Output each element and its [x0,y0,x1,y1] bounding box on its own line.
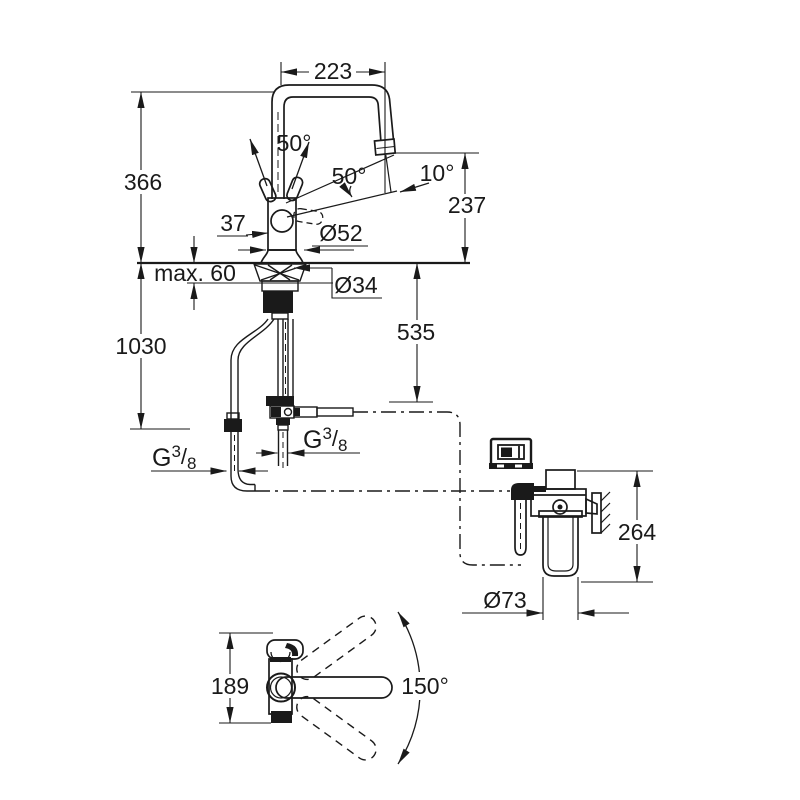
hose-connector [224,419,242,432]
dim-spout-height: 366 [124,169,162,195]
supply-hoses [224,318,294,492]
dim-spout-outlet-angle: 10° [420,160,455,186]
lever-position-left [258,177,277,203]
controller-screen [497,444,525,460]
dimensions: 223 366 50° 50° 10° 237 37 Ø52 [112,58,660,724]
wall-bracket [585,491,611,534]
top-view-shank [271,711,292,723]
dim-shank-diameter: Ø34 [334,272,378,298]
routing-line-valve-to-filter [353,411,521,566]
escutcheon [259,249,305,264]
dim-filter-height: 264 [618,519,657,545]
controller-unit [489,437,533,469]
tee-valve [266,396,354,469]
top-view-spout [275,676,393,699]
faucet-front-view [137,84,521,566]
left-hose [230,318,269,419]
filter-inlet-elbow [511,483,534,556]
dim-spout-reach: 189 [211,673,249,699]
spout-direction-line [385,154,392,193]
dim-lever-swing-side: 50° [332,163,367,189]
lever-position-right [286,176,304,202]
swivel-position-upper [296,615,377,681]
threaded-shank [263,291,293,313]
top-view-body [268,658,293,715]
swivel-position-lower [296,695,377,761]
lever-side-position [293,207,324,225]
faucet-body [258,176,324,264]
faucet-top-view [266,611,421,765]
thread-size-left: G3/8 [152,442,197,473]
thread-size-center: G3/8 [303,424,348,455]
lever-swing-ray-left [249,138,268,187]
dim-max-deck-thickness: max. 60 [154,260,236,286]
filter-cartridge [538,510,583,577]
lever-pivot [270,209,294,233]
hose-routing-lines [255,411,521,566]
dim-swivel-range: 150° [401,673,449,699]
dim-lever-swing-front: 50° [277,130,312,156]
filter-unit [511,469,611,577]
filter-head-cap [545,469,576,490]
dim-lever-offset: 37 [220,210,246,236]
dim-connection-drop: 535 [397,319,435,345]
dim-outlet-height: 237 [448,192,486,218]
lever-swing-ray-right [291,141,310,190]
dim-cartridge-diameter: Ø73 [483,587,526,613]
dim-hose-length: 1030 [115,333,166,359]
dim-spout-projection: 223 [314,58,352,84]
filter-standpipe [514,500,527,556]
dim-body-diameter: Ø52 [319,220,362,246]
mounting-hardware [253,263,307,320]
